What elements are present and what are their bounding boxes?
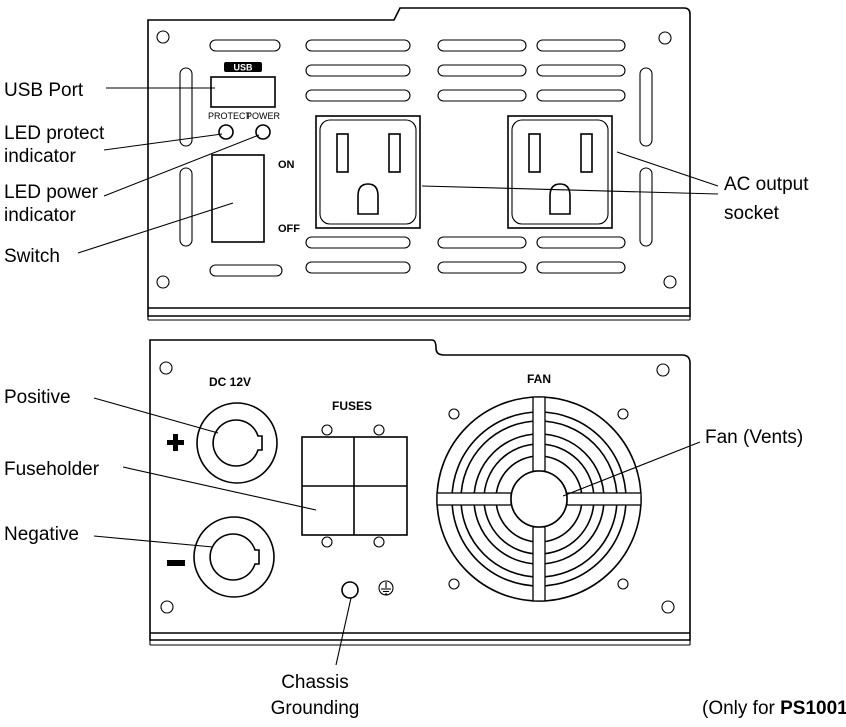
callout-switch: Switch <box>4 246 60 267</box>
switch-off-label: OFF <box>278 223 300 235</box>
ground-terminal <box>341 581 359 599</box>
mount-hole <box>663 275 677 289</box>
callout-led-power-line2: indicator <box>4 205 76 226</box>
power-label: POWER <box>246 111 281 121</box>
vent-slot <box>179 167 193 247</box>
led-protect <box>218 124 234 140</box>
usb-badge-text: USB <box>233 63 253 73</box>
leader-lines <box>77 87 719 666</box>
power-switch[interactable] <box>211 154 265 243</box>
dc-label: DC 12V <box>209 375 251 389</box>
led-power <box>255 124 271 140</box>
mount-hole <box>656 363 670 377</box>
footnote-model: PS1001 <box>780 698 846 719</box>
vent-slot <box>639 167 653 247</box>
rear-panel: DC 12V FUSES FAN <box>149 339 691 646</box>
protect-label: PROTECT <box>208 111 252 121</box>
callout-usb-port: USB Port <box>4 80 84 101</box>
mount-hole <box>159 361 173 375</box>
minus-icon <box>167 560 185 566</box>
footnote: (Only for PS1001) <box>702 698 846 719</box>
ground-icon <box>378 580 394 596</box>
callout-fuseholder: Fuseholder <box>4 459 100 480</box>
ac-socket-icon <box>315 115 421 229</box>
callout-positive: Positive <box>4 387 71 408</box>
negative-terminal <box>193 516 275 598</box>
mount-hole <box>160 600 174 614</box>
callout-led-power-line1: LED power <box>4 182 99 203</box>
ac-socket-icon <box>507 115 613 229</box>
mount-hole <box>156 30 170 44</box>
vent-slots-bottom <box>209 236 626 277</box>
callout-led-protect-line1: LED protect <box>4 123 105 144</box>
fan-grille-icon <box>436 396 642 602</box>
fuses-label: FUSES <box>332 399 372 413</box>
usb-badge <box>224 62 262 72</box>
callout-led-protect-line2: indicator <box>4 146 76 167</box>
usb-port: USB <box>210 62 276 108</box>
callout-ac-output-line1: AC output <box>724 174 809 195</box>
front-panel: USB PROTECT POWER ON OFF <box>147 7 691 321</box>
vent-slot <box>639 67 653 147</box>
callout-chassis-line1: Chassis <box>281 672 349 693</box>
fan-label: FAN <box>527 372 551 386</box>
plus-icon <box>167 434 184 451</box>
footnote-prefix: (Only for <box>702 698 780 719</box>
positive-terminal <box>196 402 278 484</box>
callout-fan-vents: Fan (Vents) <box>705 427 803 448</box>
mount-hole <box>156 275 170 289</box>
callout-chassis-line2: Grounding <box>271 698 360 719</box>
fuseholder <box>301 424 408 548</box>
vent-slot <box>179 67 193 147</box>
switch-on-label: ON <box>278 159 295 171</box>
vent-slots-top <box>209 39 626 102</box>
mount-hole <box>658 31 672 45</box>
mount-hole <box>661 600 675 614</box>
callout-negative: Negative <box>4 524 79 545</box>
callout-ac-output-line2: socket <box>724 203 780 224</box>
